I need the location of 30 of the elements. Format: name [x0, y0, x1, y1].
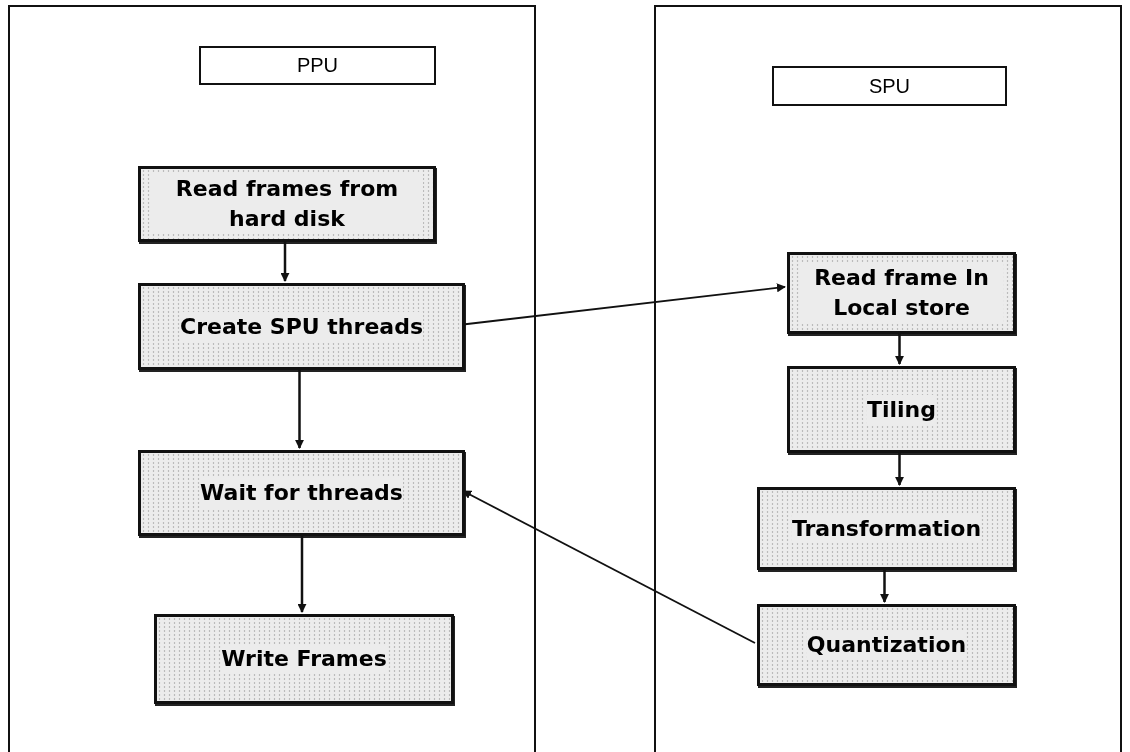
step-label: Tiling: [866, 394, 936, 425]
arrow: [280, 242, 290, 282]
arrow: [297, 536, 307, 613]
step-label: Quantization: [806, 630, 967, 660]
panel-background: [654, 5, 1122, 752]
process-box: [154, 614, 454, 704]
process-box: [787, 366, 1016, 453]
process-box: [757, 487, 1016, 570]
arrow: [295, 370, 304, 449]
arrow: [462, 283, 786, 326]
header-box: [199, 46, 436, 85]
process-box: [787, 252, 1016, 334]
arrow: [880, 570, 889, 603]
step-label: Create SPU threads: [180, 311, 423, 342]
header-label: PPU: [296, 54, 339, 77]
process-box: [138, 166, 436, 242]
process-box: [138, 283, 465, 370]
header-label: SPU: [868, 74, 911, 98]
process-box: [757, 604, 1016, 686]
step-label: Transformation: [791, 513, 982, 544]
step-label: Read frame In Local store: [800, 263, 1003, 323]
arrow: [895, 453, 904, 486]
step-label: Write Frames: [221, 644, 387, 674]
step-label: Read frames from hard disk: [151, 174, 423, 234]
panel-background: [8, 5, 536, 752]
header-box: [772, 66, 1007, 106]
step-label: Wait for threads: [200, 478, 403, 508]
arrow: [462, 490, 756, 644]
process-box: [138, 450, 465, 536]
arrow: [895, 334, 904, 365]
